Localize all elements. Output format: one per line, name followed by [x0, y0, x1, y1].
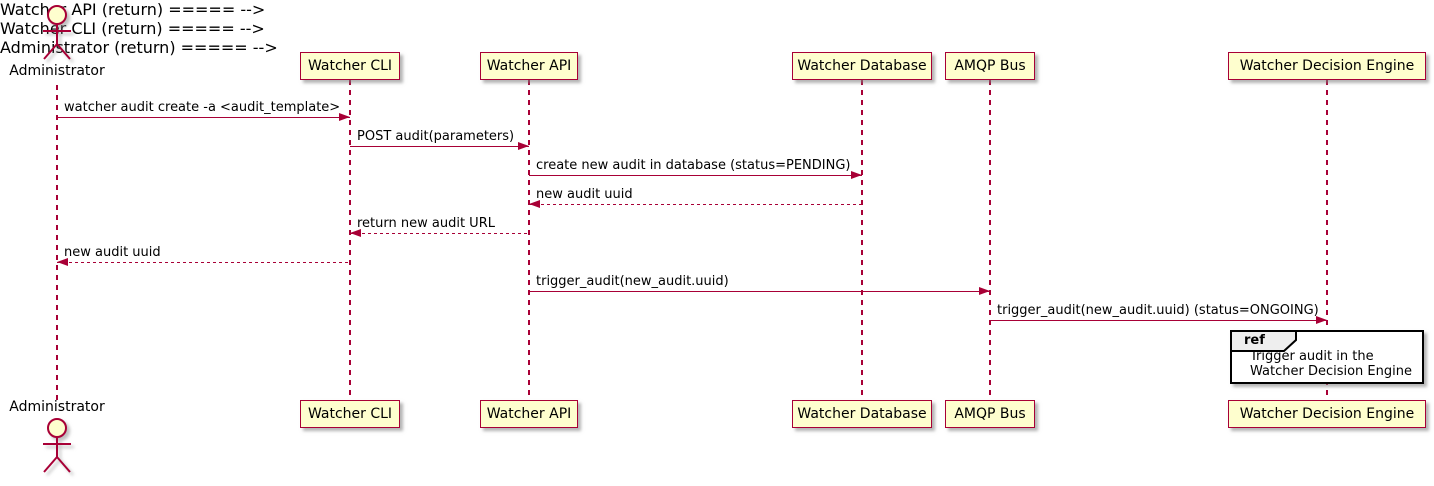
- lifeline-watcher-api: [528, 80, 530, 400]
- message-line: [529, 175, 862, 177]
- message-label: watcher audit create -a <audit_template>: [64, 100, 341, 115]
- participant-watcher-decision-engine-bottom: Watcher Decision Engine: [1228, 400, 1426, 428]
- arrowhead-right-icon: [1316, 316, 1327, 324]
- message-label: create new audit in database (status=PEN…: [536, 158, 851, 173]
- actor-administrator-top-label: Administrator: [9, 63, 105, 79]
- lifeline-watcher-decision-engine: [1326, 80, 1328, 400]
- participant-watcher-cli-top: Watcher CLI: [300, 52, 400, 80]
- ref-body-line: Trigger audit in the: [1250, 349, 1374, 364]
- lifeline-amqp-bus: [989, 80, 991, 400]
- message-line: [57, 117, 350, 119]
- participant-amqp-bus-top: AMQP Bus: [945, 52, 1035, 80]
- message-label: trigger_audit(new_audit.uuid): [536, 274, 729, 289]
- participant-watcher-cli-bottom: Watcher CLI: [300, 400, 400, 428]
- lifeline-watcher-database: [861, 80, 863, 400]
- message-label: POST audit(parameters): [357, 129, 515, 144]
- arrowhead-left-icon: [350, 229, 361, 237]
- arrowhead-right-icon: [339, 113, 350, 121]
- participant-watcher-api-bottom: Watcher API: [480, 400, 578, 428]
- lifeline-administrator: [56, 85, 58, 400]
- message-line: [990, 320, 1327, 322]
- participant-watcher-decision-engine-top: Watcher Decision Engine: [1228, 52, 1426, 80]
- arrowhead-right-icon: [518, 142, 529, 150]
- participant-watcher-api-top: Watcher API: [480, 52, 578, 80]
- message-line: [529, 204, 862, 206]
- message-line: [350, 233, 529, 235]
- administrator-actor-icon: [43, 5, 71, 60]
- ref-fragment: ref Trigger audit in the Watcher Decisio…: [1230, 330, 1424, 384]
- participant-watcher-database-bottom: Watcher Database: [792, 400, 932, 428]
- message-line: [529, 291, 990, 293]
- lifeline-watcher-cli: [349, 80, 351, 400]
- message-line: [350, 146, 529, 148]
- message-label: new audit uuid: [64, 245, 161, 260]
- message-label: return new audit URL: [357, 216, 495, 231]
- arrowhead-left-icon: [57, 258, 68, 266]
- arrowhead-right-icon: [979, 287, 990, 295]
- ref-body-line: Watcher Decision Engine: [1250, 364, 1412, 379]
- participant-watcher-database-top: Watcher Database: [792, 52, 932, 80]
- ref-body-text: Trigger audit in the Watcher Decision En…: [1250, 349, 1412, 379]
- arrowhead-left-icon: [529, 200, 540, 208]
- message-label: trigger_audit(new_audit.uuid) (status=ON…: [997, 303, 1319, 318]
- ref-keyword-label: ref: [1244, 333, 1265, 348]
- message-label: new audit uuid: [536, 187, 633, 202]
- participant-amqp-bus-bottom: AMQP Bus: [945, 400, 1035, 428]
- actor-administrator-bottom-label: Administrator: [9, 399, 105, 415]
- administrator-actor-icon: [43, 418, 71, 473]
- arrowhead-right-icon: [851, 171, 862, 179]
- message-line: [57, 262, 350, 264]
- ref-header-pentagon: [1230, 330, 1297, 352]
